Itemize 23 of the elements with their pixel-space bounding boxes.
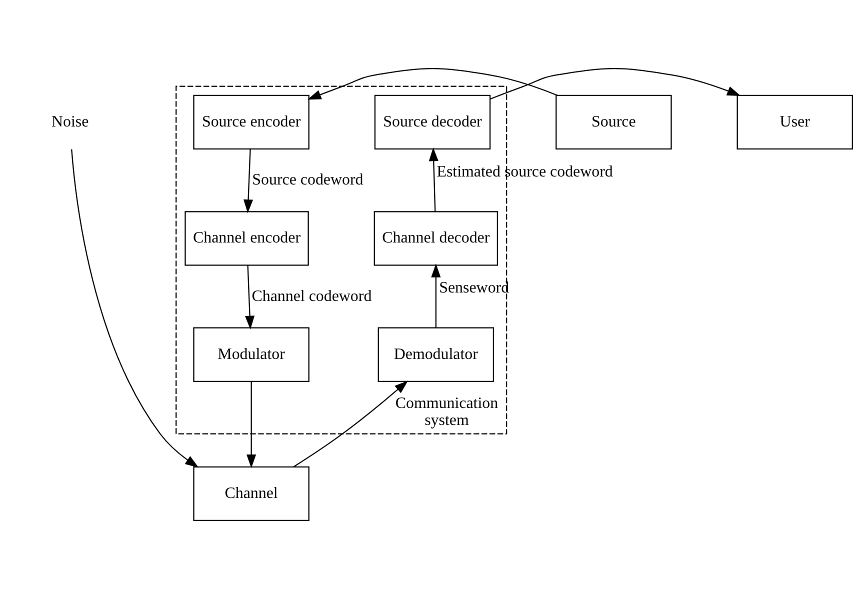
arrow — [431, 264, 441, 328]
edge-label: Senseword — [439, 279, 510, 296]
node-box: Channel — [193, 466, 310, 522]
arrow — [294, 380, 408, 468]
node-box: Source — [556, 94, 672, 150]
node-box: Source encoder — [193, 94, 310, 150]
arrow — [428, 147, 438, 212]
edge-label: Estimated source codeword — [436, 163, 613, 180]
arrow — [246, 382, 256, 468]
arrow — [71, 149, 199, 468]
arrow — [243, 149, 254, 214]
node-box: User — [736, 94, 853, 150]
arrow — [490, 68, 741, 100]
node-box: Channel decoder — [374, 211, 498, 266]
arrow — [245, 265, 255, 330]
node-box: Modulator — [193, 327, 310, 382]
edge-label: Channel codeword — [252, 288, 372, 305]
node-box: Demodulator — [378, 327, 494, 382]
node-box: Channel encoder — [184, 211, 309, 266]
edge-label: Source codeword — [252, 172, 364, 189]
arrow — [307, 68, 558, 100]
node-box: Source decoder — [374, 94, 491, 150]
node-text: Noise — [52, 113, 89, 130]
